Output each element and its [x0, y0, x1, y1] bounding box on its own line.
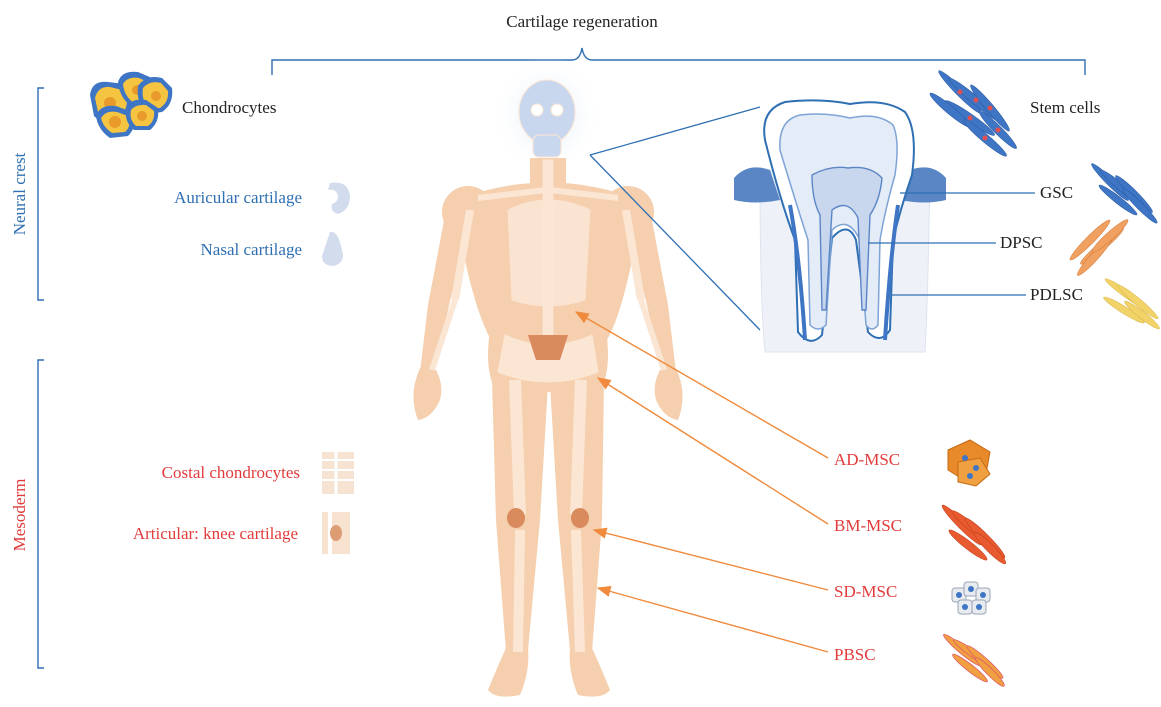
costal-chondrocytes-icon — [322, 452, 354, 494]
gsc-cells-icon — [1089, 161, 1159, 225]
sd-msc-cells-icon — [952, 582, 990, 614]
bm-msc-arrow — [598, 378, 828, 524]
pbsc-arrow — [598, 588, 828, 652]
dpsc-label: DPSC — [1000, 233, 1043, 253]
sd-msc-arrow — [594, 530, 828, 590]
skeleton — [432, 80, 664, 652]
left-kneecap — [507, 508, 525, 528]
dpsc-cells-icon — [1067, 217, 1130, 278]
bm-msc-cells-icon — [939, 502, 1008, 566]
mesoderm-bracket — [38, 360, 44, 668]
auricular-cartilage-label: Auricular cartilage — [100, 188, 302, 208]
knee-cartilage-icon — [322, 512, 350, 554]
pbsc-label: PBSC — [834, 645, 876, 665]
mesoderm-label: Mesoderm — [10, 475, 30, 555]
auricular-cartilage-icon — [328, 183, 350, 214]
neural-crest-label: Neural crest — [10, 144, 30, 244]
chondrocytes-icon — [90, 72, 172, 138]
right-kneecap — [571, 508, 589, 528]
costal-chondrocytes-label: Costal chondrocytes — [80, 463, 300, 483]
nasal-cartilage-icon — [322, 232, 343, 266]
pdlsc-cells-icon — [1102, 276, 1161, 331]
stem-cells-label: Stem cells — [1030, 98, 1100, 118]
diagram-title: Cartilage regeneration — [506, 12, 658, 32]
stem-cells-icon — [928, 68, 1020, 159]
nasal-cartilage-label: Nasal cartilage — [100, 240, 302, 260]
pdlsc-label: PDLSC — [1030, 285, 1083, 305]
bm-msc-label: BM-MSC — [834, 516, 902, 536]
top-brace — [272, 48, 1085, 75]
ad-msc-cells-icon — [948, 440, 990, 486]
ad-msc-label: AD-MSC — [834, 450, 900, 470]
knee-cartilage-label: Articular: knee cartilage — [60, 524, 298, 544]
chondrocytes-label: Chondrocytes — [182, 98, 276, 118]
sd-msc-label: SD-MSC — [834, 582, 897, 602]
pbsc-cells-icon — [941, 632, 1006, 689]
gsc-label: GSC — [1040, 183, 1073, 203]
neural-crest-bracket — [38, 88, 44, 300]
